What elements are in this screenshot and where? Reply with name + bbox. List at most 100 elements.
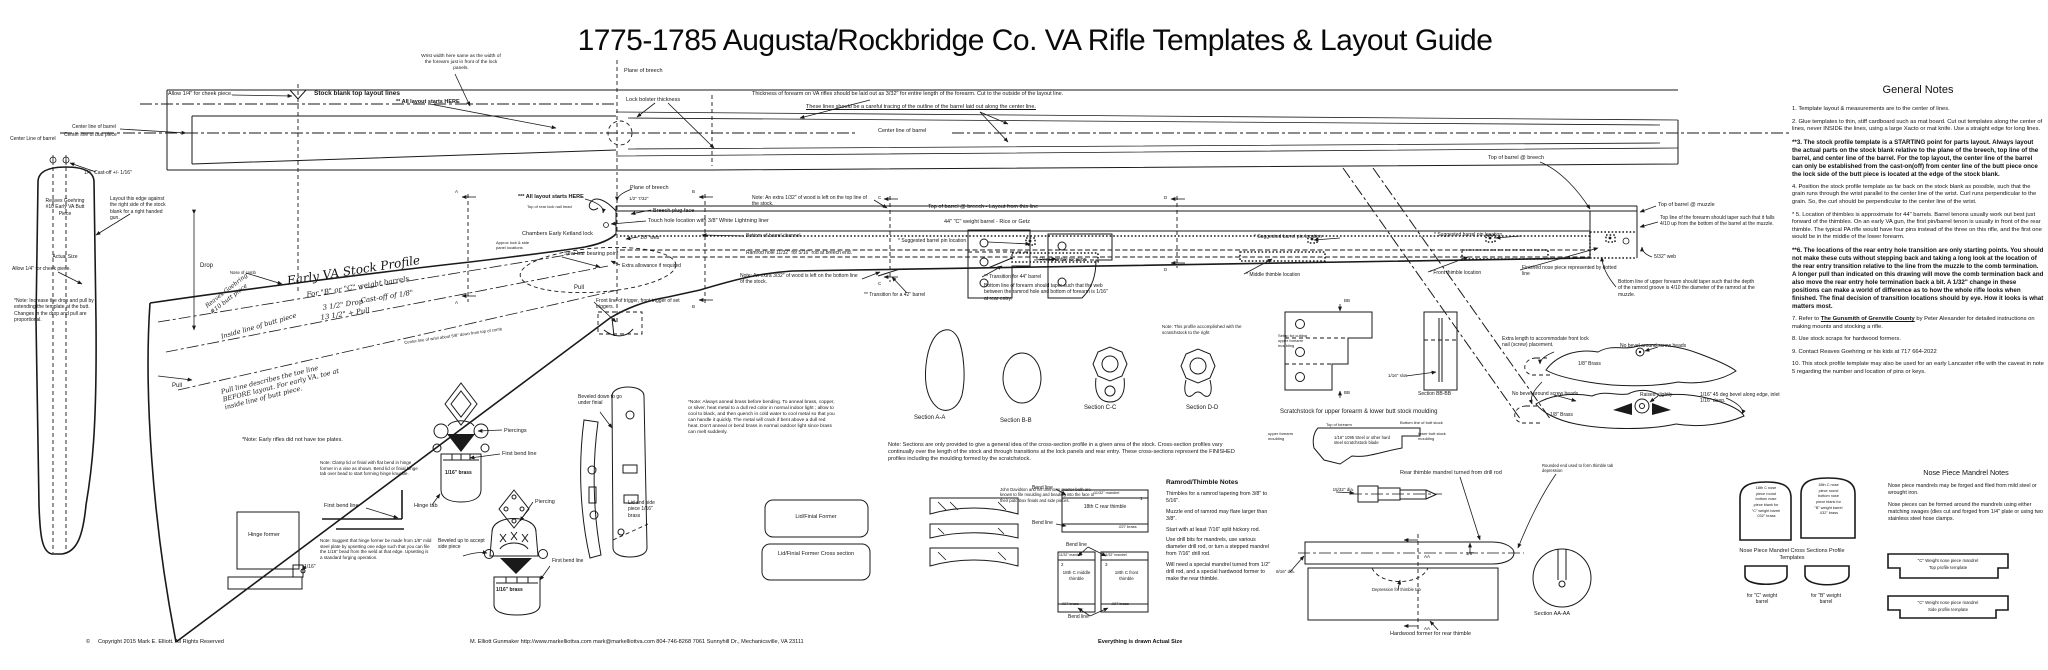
pin-2: * Suggested barrel pin location [1254,234,1323,240]
wrist-width-note: Wrist width here same as the width of th… [421,54,501,71]
breech-dims: 1/2" 7/32" [629,196,649,201]
lid-side-label: Lid and side piece 1/16" brass [628,500,655,519]
general-notes-list: 1. Template layout & measurements are to… [1792,106,2044,376]
for-c: for "C" weight barrel [1746,593,1778,606]
general-note: 10. This stock profile template may also… [1792,361,2044,375]
general-note: 1. Template layout & measurements are to… [1792,106,1950,112]
general-notes-heading: General Notes [1882,84,1954,96]
sear-bar: Sear bar bearing point [564,251,619,257]
section-dd-label: Section D-D [1186,405,1219,411]
section-bb-bb: Section BB-BB [1418,391,1452,397]
sec-b-top: B [692,189,696,194]
sec-a-bot: A [455,300,459,305]
sec-a-top: A [455,189,459,194]
general-note: 4. Position the stock profile template a… [1792,183,2037,205]
lid-former-1: Lid/Finial Former [795,514,837,520]
nose-of-comb: Nose of comb [230,270,256,275]
center-line-barrel-top: Center line of barrel [878,128,927,134]
mandrel-1132-a: 11/32" mandrel [1094,491,1120,495]
butt-moulding-plates [967,229,1113,299]
ramrod-notes-heading: Ramrod/Thimble Notes [1166,479,1239,486]
bar2-text: "C" Weight nose piece mandrel Side profi… [1917,600,1979,612]
side-plates [1514,344,1746,429]
general-notes: General Notes 1. Template layout & measu… [1792,84,2044,381]
patchbox-finials [431,382,649,616]
marker-2: 2 [1061,562,1064,567]
blade-note: 1/16" 1095 Steel or other hard steel scr… [1334,435,1390,446]
web-532: 5/32" web [1654,254,1677,260]
sections-note: Note: Sections are only provided to give… [888,442,1235,462]
rounded-end-note: Rounded end used to form thimble tab dep… [1542,463,1614,474]
nose-notes-heading: Nose Piece Mandrel Notes [1923,468,2009,477]
front-trigger-note: Front line of trigger, front trigger of … [596,298,680,311]
cast-off-label: 1/4" Cast-off +/- 1/16" [84,170,132,176]
rear-mandrel-label: Rear thimble mandrel turned from drill r… [1400,470,1502,476]
front-thimble-loc: * Front thimble location [1430,270,1482,276]
ramrod-note: Muzzle end of ramrod may flare larger th… [1166,508,1268,522]
first-bend-3: First bend line [324,503,359,509]
raised-slightly: Raised slightly [1640,392,1673,398]
nose-notes-list: Nose piece mandrels may be forged and fi… [1888,483,2044,522]
scratchstock [1284,304,1458,465]
general-note: * 5. Location of thimbles is approximate… [1792,211,2042,241]
slot-116: 1/16" slot [1388,373,1407,378]
ramrod-note: Thimbles for a ramrod tapering from 3/8"… [1166,491,1268,504]
drop-label: Drop [200,263,214,269]
chambers-lock: Chambers Early Ketland lock [522,231,593,237]
brass-2: 1/16" brass [496,587,523,593]
nose-note: Nose pieces can be formed around the man… [1888,501,2043,522]
general-note: 7. Refer to The Gunsmith of Grenville Co… [1792,316,2035,330]
hinge-former-label: Hinge former [248,532,280,538]
stock-side-profile [147,209,1591,643]
sec-d-bot: D [1164,267,1168,272]
marker-1: 1 [1140,496,1143,501]
stock-blank-heading: Stock blank top layout lines [314,90,400,97]
mandrel-1132-b: 11/32" mandrel [1059,553,1082,557]
general-note: 8. Use stock scraps for hardwood formers… [1792,336,1901,343]
web-18: 1/8" web [640,235,660,241]
upset-note: Note: Suggest that hinge former be made … [320,538,432,560]
rear-thimble-mandrel [1289,473,1592,632]
barrel-side-view [461,161,1659,421]
ramrod-note: Will need a special mandrel turned from … [1166,562,1271,582]
profile-accomplished: Note: This profile accomplished with the… [1162,324,1242,335]
plane-of-breech-top: Plane of breech [624,68,663,74]
dia-916: 9/16" dia. [1276,569,1295,574]
forearm-thickness-note: Thickness of forearm on VA rifles should… [752,91,1064,97]
allow-cheek-left: Allow 1/4" for cheek piece. [12,266,71,272]
butt-piece-text: Reaves Goehring #10 Early VA Butt Piece [45,198,85,217]
anneal-note: *Note: Always anneal brass before bendin… [688,400,835,435]
brass-1: 1/16" brass [445,470,472,476]
careful-tracing-note: These lines should be a careful tracing … [806,104,1036,110]
first-bend-1: First bend line [502,451,537,457]
section-aa-aa: Section AA-AA [1534,611,1571,617]
scratchstock-heading: Scratchstock for upper forearm & lower b… [1280,409,1438,415]
toe-plates-note: *Note: Early rifles did not have toe pla… [242,437,343,443]
trans-42: ** Transition for a 42" barrel [864,292,926,298]
rear-thimble-loc: * Rear thimble location [1036,257,1087,263]
no-bevel-1: No bevel around screw heads [1620,343,1687,349]
general-note: 9. Contact Reaves Goehring or his kids a… [1792,348,1937,355]
copyright-text: Copyright 2015 Mark E. Elliott. All Righ… [98,639,224,645]
sec-b-bot: B [692,304,696,309]
center-line-butt-l: Center line of butt piece [64,132,117,138]
davidson-note: John Davidson and his unknown master bot… [1000,487,1095,503]
bottom-butt-t: Bottom line of butt stock [1400,420,1443,425]
pin-1: * Suggested barrel pin location [898,238,967,244]
ramrod-note: Use drill bits for mandrels, use various… [1166,537,1270,558]
front-thimble-t: 18th C front thimble [1114,570,1139,581]
pin-3: * Suggested barrel pin location [1434,232,1503,238]
groove-note: Bottom line of upper forearm should tape… [1618,279,1755,298]
rear-thimble-t: 18th C rear thimble [1083,504,1127,510]
brass-027-c: .027 brass [1111,602,1129,606]
rear-lock-nail: Top of rear lock nail head [527,204,572,209]
brass18-1: 1/8" Brass [1578,361,1601,367]
layout-starts-top: ** All layout starts HERE [396,99,460,105]
lock-panel-tiny: Approx lock & side panel locations [496,240,530,250]
dim-18: 1/8" [1466,551,1474,556]
copyright-symbol: © [86,639,91,645]
extra-allowance: Extra allowance if required [622,263,681,269]
section-bb-label: Section B-B [1000,418,1032,424]
barrel-44c: 44" "C" weight barrel - Rice or Getz [944,219,1030,225]
